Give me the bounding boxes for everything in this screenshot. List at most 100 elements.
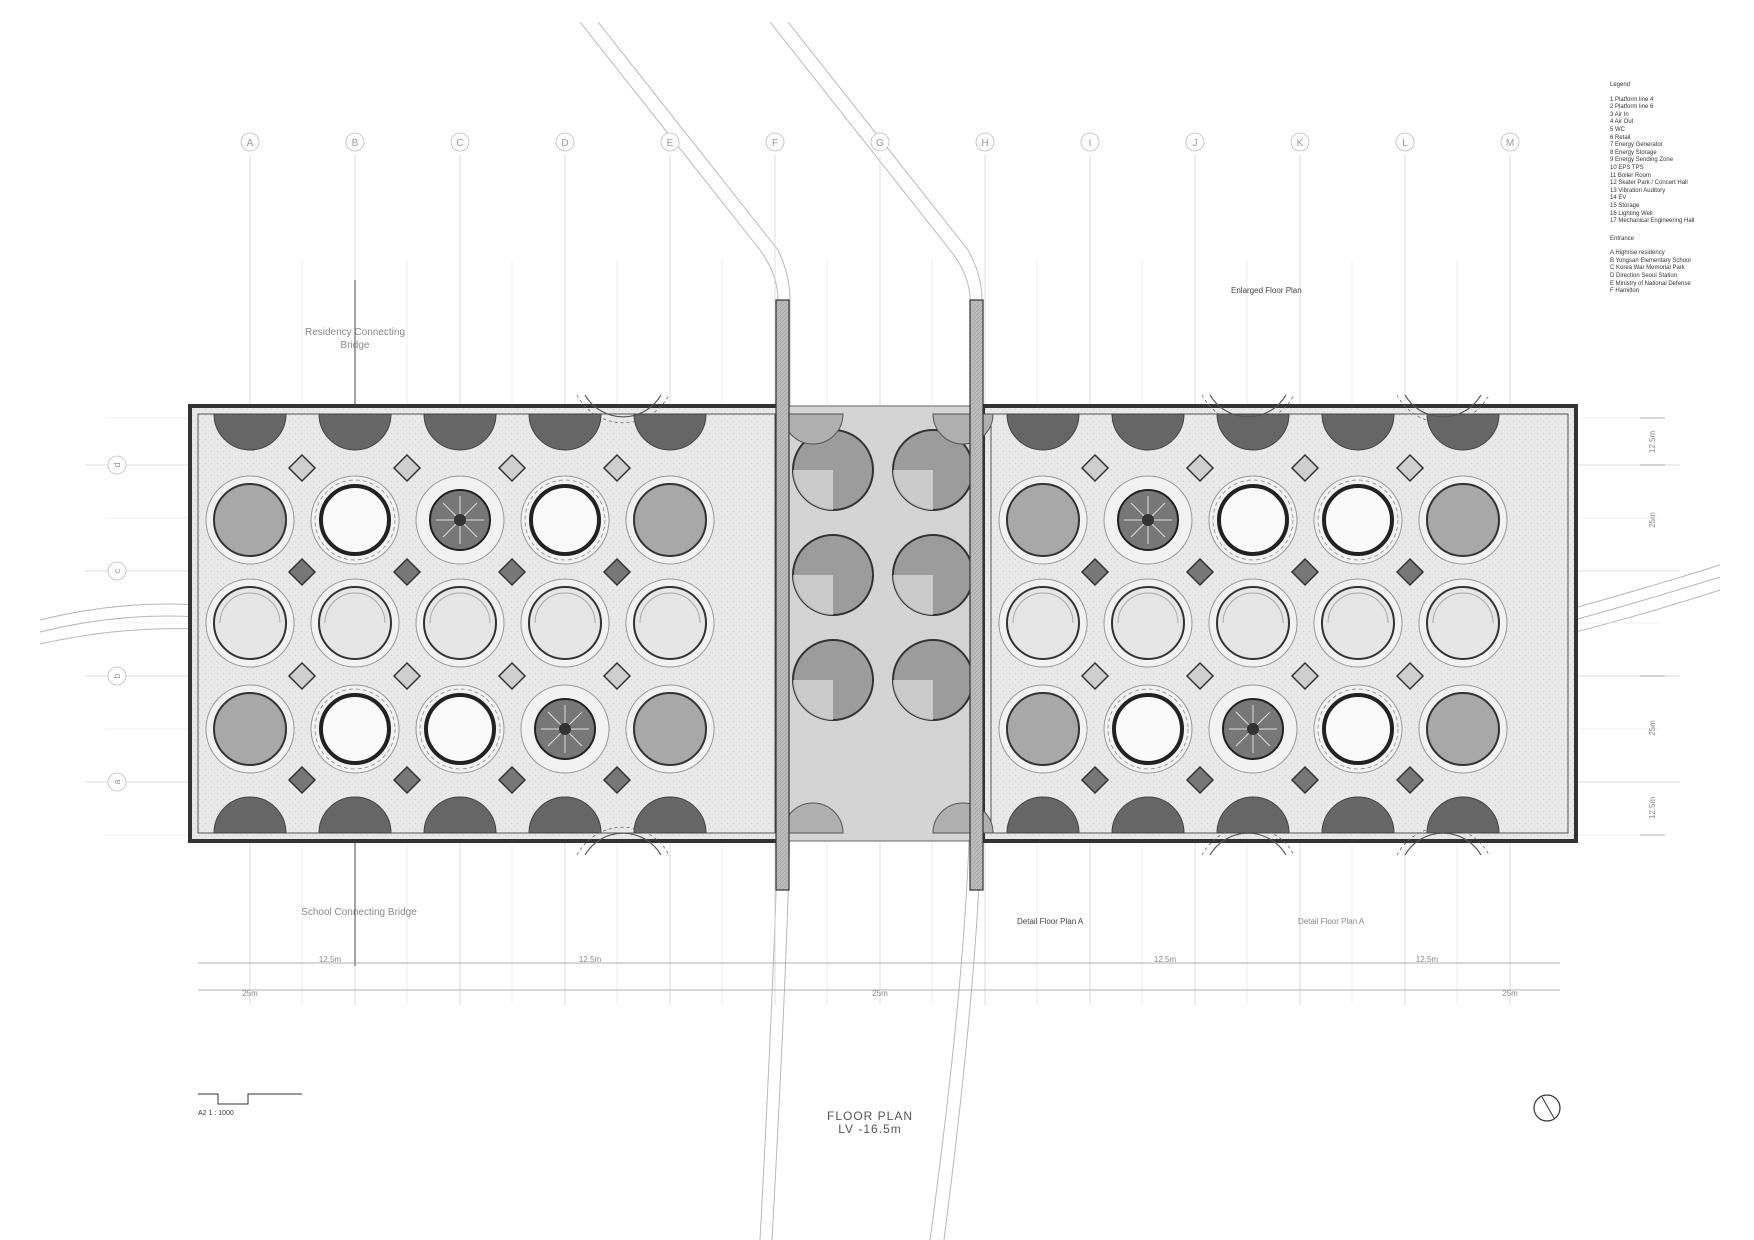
- entrance-item: B Yongsan Elementary School: [1610, 257, 1691, 264]
- grid-bubble: [975, 132, 995, 152]
- rail-track: [39, 615, 201, 633]
- half-well: [213, 413, 287, 451]
- column-diamond: [1395, 557, 1425, 587]
- room-circle: [633, 483, 707, 557]
- legend-title: Legend: [1610, 82, 1631, 88]
- drawing-title-level: LV -16.5m: [838, 1122, 902, 1136]
- room-circle: [633, 692, 707, 766]
- room-circle: [1006, 586, 1080, 660]
- room-arc: [534, 592, 596, 624]
- half-well: [1216, 413, 1290, 451]
- open-circle-dash: [314, 479, 396, 561]
- dimension-label: 25m: [242, 989, 258, 998]
- room-circle: [1321, 586, 1395, 660]
- grid-bubble: [450, 132, 470, 152]
- room-arc: [1117, 592, 1179, 624]
- half-well: [318, 413, 392, 451]
- grid-bubble: [107, 455, 127, 475]
- central-shade: [793, 575, 833, 615]
- room-circle: [1426, 692, 1500, 766]
- room-circle: [1111, 586, 1185, 660]
- legend-item: 8 Energy Storage: [1610, 149, 1657, 156]
- dimension-label: 25m: [1648, 512, 1657, 528]
- column-diamond: [497, 661, 527, 691]
- legend-item: 7 Energy Generator: [1610, 142, 1663, 149]
- stair-arc-dash: [576, 826, 670, 856]
- open-circle-dash: [1317, 479, 1399, 561]
- room-circle: [1006, 483, 1080, 557]
- legend-item: 11 Boiler Room: [1610, 172, 1651, 179]
- fan-hub: [1142, 514, 1154, 526]
- half-well: [528, 796, 602, 834]
- stair-arc-dash: [1201, 826, 1295, 856]
- column-diamond: [497, 557, 527, 587]
- legend-item: 12 Skater Park / Concert Hall: [1610, 180, 1688, 187]
- entrance-item: A Highrise residency: [1610, 250, 1665, 257]
- grid-column-label: F: [772, 138, 778, 149]
- half-well: [1216, 796, 1290, 834]
- room-arc: [324, 592, 386, 624]
- column-diamond: [1395, 765, 1425, 795]
- half-well: [1321, 796, 1395, 834]
- stair-arc: [584, 394, 662, 418]
- entrance-item: E Ministry of National Defense: [1610, 280, 1691, 287]
- grid-bubble: [660, 132, 680, 152]
- half-well: [1321, 413, 1395, 451]
- half-well: [633, 413, 707, 451]
- rail-track: [39, 628, 201, 645]
- half-well: [633, 796, 707, 834]
- north-arrow-icon: [1533, 1094, 1561, 1122]
- room-circle: [213, 692, 287, 766]
- dimension-label: 12.5m: [1648, 431, 1657, 454]
- open-circle: [1217, 484, 1289, 556]
- stair-arc: [1404, 832, 1482, 856]
- central-shade: [893, 680, 933, 720]
- grid-column-label: H: [981, 138, 988, 149]
- legend-item: 10 EPS TPS: [1610, 164, 1644, 171]
- room-arc: [219, 592, 281, 624]
- legend-item: 13 Vibration Auditory: [1610, 187, 1666, 194]
- fan-hub: [454, 514, 466, 526]
- open-circle: [424, 693, 496, 765]
- column-diamond: [1290, 453, 1320, 483]
- dimension-label: 12.5m: [1648, 797, 1657, 820]
- column-diamond: [392, 453, 422, 483]
- entrance-item: F Hamilton: [1610, 288, 1640, 295]
- column-diamond: [1080, 765, 1110, 795]
- entrance-title: Entrance: [1610, 235, 1635, 242]
- grid-column-label: L: [1402, 138, 1408, 149]
- half-well: [1426, 796, 1500, 834]
- detail-plan-label-center: Detail Floor Plan A: [1017, 917, 1084, 926]
- half-well: [528, 413, 602, 451]
- column-diamond: [497, 765, 527, 795]
- open-circle-dash: [1212, 479, 1294, 561]
- column-diamond: [497, 453, 527, 483]
- room-arc: [429, 592, 491, 624]
- grid-column-label: C: [456, 138, 463, 149]
- grid-column-label: B: [352, 138, 359, 149]
- half-well: [318, 796, 392, 834]
- legend-item: 5 WC: [1610, 126, 1625, 133]
- open-circle-dash: [1317, 688, 1399, 770]
- open-circle: [529, 484, 601, 556]
- grid-column-label: A: [247, 138, 254, 149]
- dimension-label: 12.5m: [1416, 955, 1439, 964]
- drawing-title: FLOOR PLAN LV -16.5m: [780, 1110, 960, 1136]
- column-diamond: [1185, 661, 1215, 691]
- detail-plan-label-right: Detail Floor Plan A: [1298, 917, 1365, 926]
- dimension-label: 12.5m: [319, 955, 342, 964]
- rail-track: [769, 21, 971, 1240]
- legend-item: 15 Storage: [1610, 202, 1640, 209]
- legend-item: 3 Air In: [1610, 111, 1629, 118]
- dimension-label: 25m: [1502, 989, 1518, 998]
- entrance-item: C Korea War Memorial Park: [1610, 265, 1685, 272]
- plan-body: [188, 404, 1578, 843]
- column-diamond: [602, 661, 632, 691]
- grid-bubble: [1290, 132, 1310, 152]
- rail-track: [1559, 576, 1721, 625]
- grid-bubble: [1080, 132, 1100, 152]
- legend-item: 2 Platform line 6: [1610, 104, 1654, 111]
- legend-item: 14 EV: [1610, 195, 1627, 202]
